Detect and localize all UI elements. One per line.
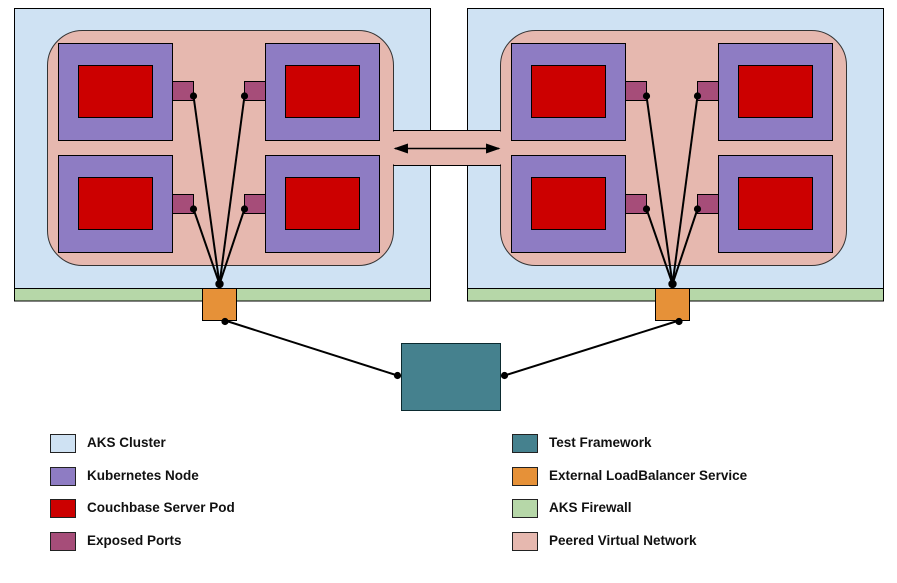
couchbase-server-pod [78, 177, 153, 230]
couchbase-server-pod [285, 177, 360, 230]
legend-label: AKS Cluster [87, 435, 166, 450]
port-connection-dot [693, 92, 702, 100]
legend-label: Peered Virtual Network [549, 532, 697, 548]
port-connection-line [645, 95, 674, 285]
test-framework-dot-left [393, 371, 402, 380]
test-framework-link-left [224, 319, 398, 377]
loadbalancer-connection-dot [215, 279, 224, 289]
port-connection-dot [642, 92, 651, 100]
legend-swatch [50, 434, 76, 453]
port-connection-dot [240, 205, 249, 213]
test-framework-group [221, 317, 683, 411]
legend-label: External LoadBalancer Service [549, 467, 748, 483]
legend-swatch [50, 466, 76, 486]
kubernetes-node [244, 155, 380, 253]
legend-swatch [512, 531, 538, 551]
legend-swatch [512, 499, 538, 518]
peering-joint-left [392, 131, 395, 165]
port-connection-dot [189, 92, 198, 100]
port-connection-line [192, 95, 221, 285]
test-framework [401, 343, 501, 411]
couchbase-server-pod [531, 177, 606, 230]
port-connection-line [645, 208, 674, 285]
port-connection-line [218, 95, 246, 285]
kubernetes-node [58, 155, 194, 253]
port-connection-line [192, 208, 221, 285]
exposed-port [244, 194, 266, 214]
loadbalancer-dot-left [221, 317, 229, 326]
kubernetes-node [511, 43, 647, 141]
legend-swatch [50, 531, 76, 551]
vnet-peering-link [392, 130, 502, 166]
loadbalancer-dot-right [675, 317, 683, 326]
left-aks-cluster [14, 8, 431, 321]
port-connection-dot [642, 205, 651, 213]
exposed-port [697, 81, 719, 101]
couchbase-server-pod [738, 177, 813, 230]
couchbase-server-pod [78, 65, 153, 118]
external-loadbalancer-service [655, 288, 690, 321]
exposed-port [625, 194, 647, 214]
couchbase-server-pod [285, 65, 360, 118]
exposed-port [172, 194, 194, 214]
right-aks-cluster [467, 8, 884, 321]
kubernetes-node [244, 43, 380, 141]
port-connection-line [671, 208, 699, 285]
port-connection-dot [189, 205, 198, 213]
legend-swatch [50, 499, 76, 518]
legend-label: Kubernetes Node [87, 467, 199, 483]
legend-label: AKS Firewall [549, 500, 632, 515]
legend-swatch [512, 434, 538, 453]
port-connection-dot [240, 92, 249, 100]
test-framework-dot-right [500, 371, 509, 380]
exposed-port [172, 81, 194, 101]
legend-label: Test Framework [549, 435, 652, 450]
kubernetes-node [511, 155, 647, 253]
couchbase-server-pod [531, 65, 606, 118]
couchbase-server-pod [738, 65, 813, 118]
kubernetes-node [697, 155, 833, 253]
exposed-port [625, 81, 647, 101]
legend-swatch [512, 466, 538, 486]
external-loadbalancer-service [202, 288, 237, 321]
loadbalancer-connection-dot [668, 279, 677, 289]
port-connection-line [671, 95, 699, 285]
port-connection-line [218, 208, 246, 285]
test-framework-link-right [504, 319, 680, 377]
legend-label: Exposed Ports [87, 532, 182, 548]
peering-joint-right [499, 131, 502, 165]
kubernetes-node [58, 43, 194, 141]
port-connection-dot [693, 205, 702, 213]
exposed-port [697, 194, 719, 214]
exposed-port [244, 81, 266, 101]
legend-label: Couchbase Server Pod [87, 500, 235, 515]
kubernetes-node [697, 43, 833, 141]
